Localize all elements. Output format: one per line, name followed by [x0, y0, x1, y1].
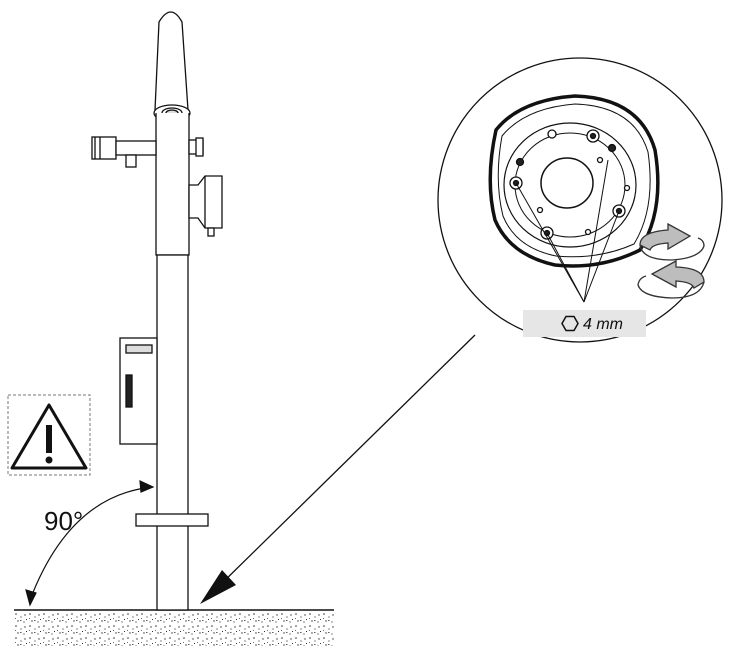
shower-head [154, 11, 189, 111]
hex-key-icon [561, 315, 579, 332]
warning-triangle-icon [10, 403, 88, 470]
warning-box [7, 394, 91, 476]
detail-pointer-arrow [200, 334, 476, 604]
detail-circle: 4 mm [437, 57, 723, 343]
ground [14, 609, 334, 646]
rotate-clockwise-icon [639, 222, 705, 261]
tool-label-box [523, 310, 646, 337]
tool-label: 4 mm [583, 316, 623, 333]
mounting-bolts [509, 129, 631, 240]
angle-indicator [25, 480, 155, 607]
rotate-counterclockwise-icon [637, 259, 705, 299]
leader-lines [515, 159, 620, 303]
floor-collar [135, 513, 209, 527]
control-plate [119, 337, 158, 445]
angle-label: 90° [44, 506, 83, 536]
shower-pole [91, 11, 223, 611]
